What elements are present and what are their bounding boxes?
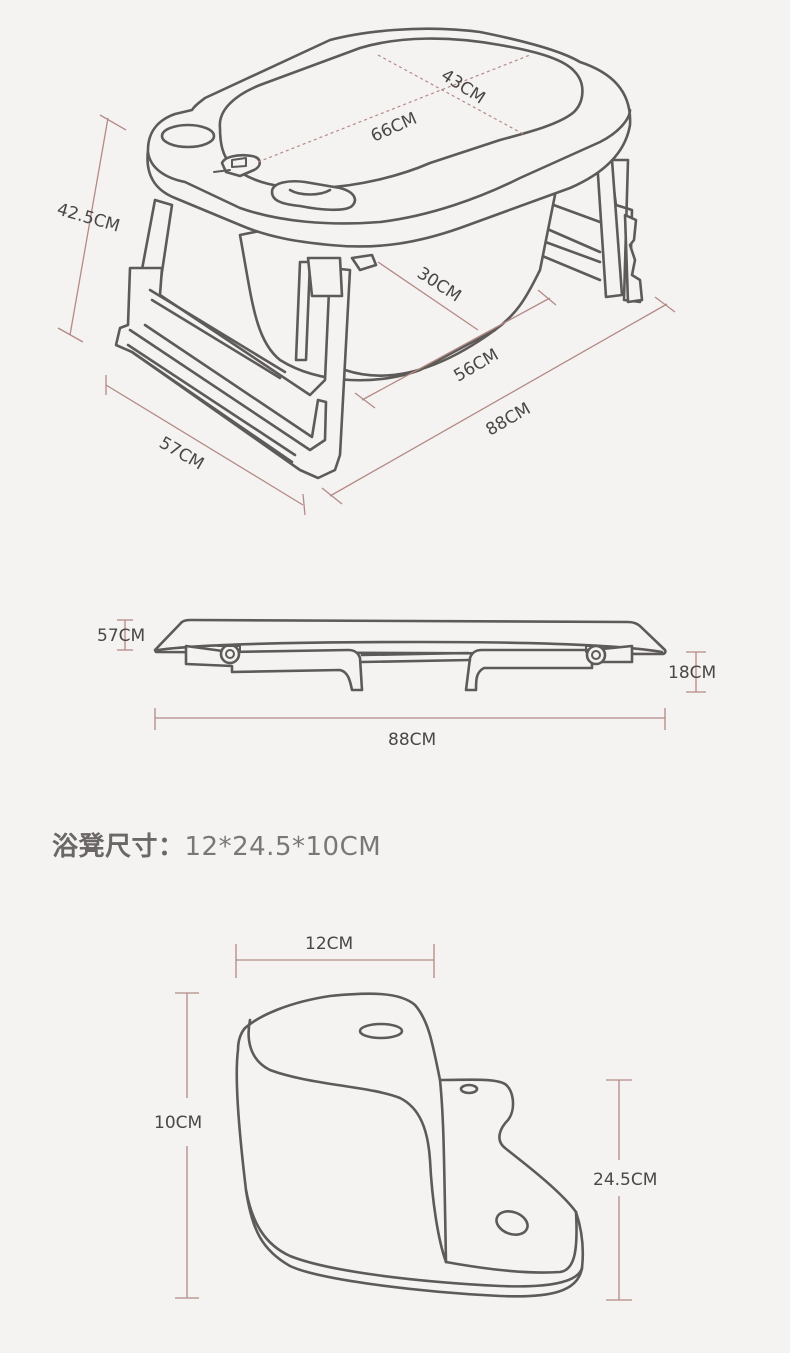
folded-tub-drawing <box>153 618 667 692</box>
stool-dimension-lines <box>175 944 632 1301</box>
label-outer-width: 57CM <box>156 433 208 474</box>
label-folded-thickness: 57CM <box>97 626 145 646</box>
stool-dimension-labels: 12CM 10CM 24.5CM <box>154 934 657 1190</box>
tub-drawing <box>114 27 644 480</box>
label-stool-height: 10CM <box>154 1113 202 1133</box>
label-base-width: 56CM <box>451 345 503 386</box>
stool-drawing <box>235 992 585 1298</box>
label-folded-length: 88CM <box>388 730 436 750</box>
stool-size-heading: 浴凳尺寸：12*24.5*10CM <box>52 826 381 863</box>
tub-dimension-lines <box>57 54 676 516</box>
label-stool-width: 12CM <box>305 934 353 954</box>
label-folded-height: 18CM <box>668 663 716 683</box>
folded-dimension-labels: 57CM 18CM 88CM <box>97 626 716 750</box>
stool-size-heading-value: 12*24.5*10CM <box>184 832 382 862</box>
label-stool-length: 24.5CM <box>593 1170 657 1190</box>
folded-dimension-lines <box>117 619 706 730</box>
stool-size-heading-label: 浴凳尺寸： <box>52 832 185 862</box>
